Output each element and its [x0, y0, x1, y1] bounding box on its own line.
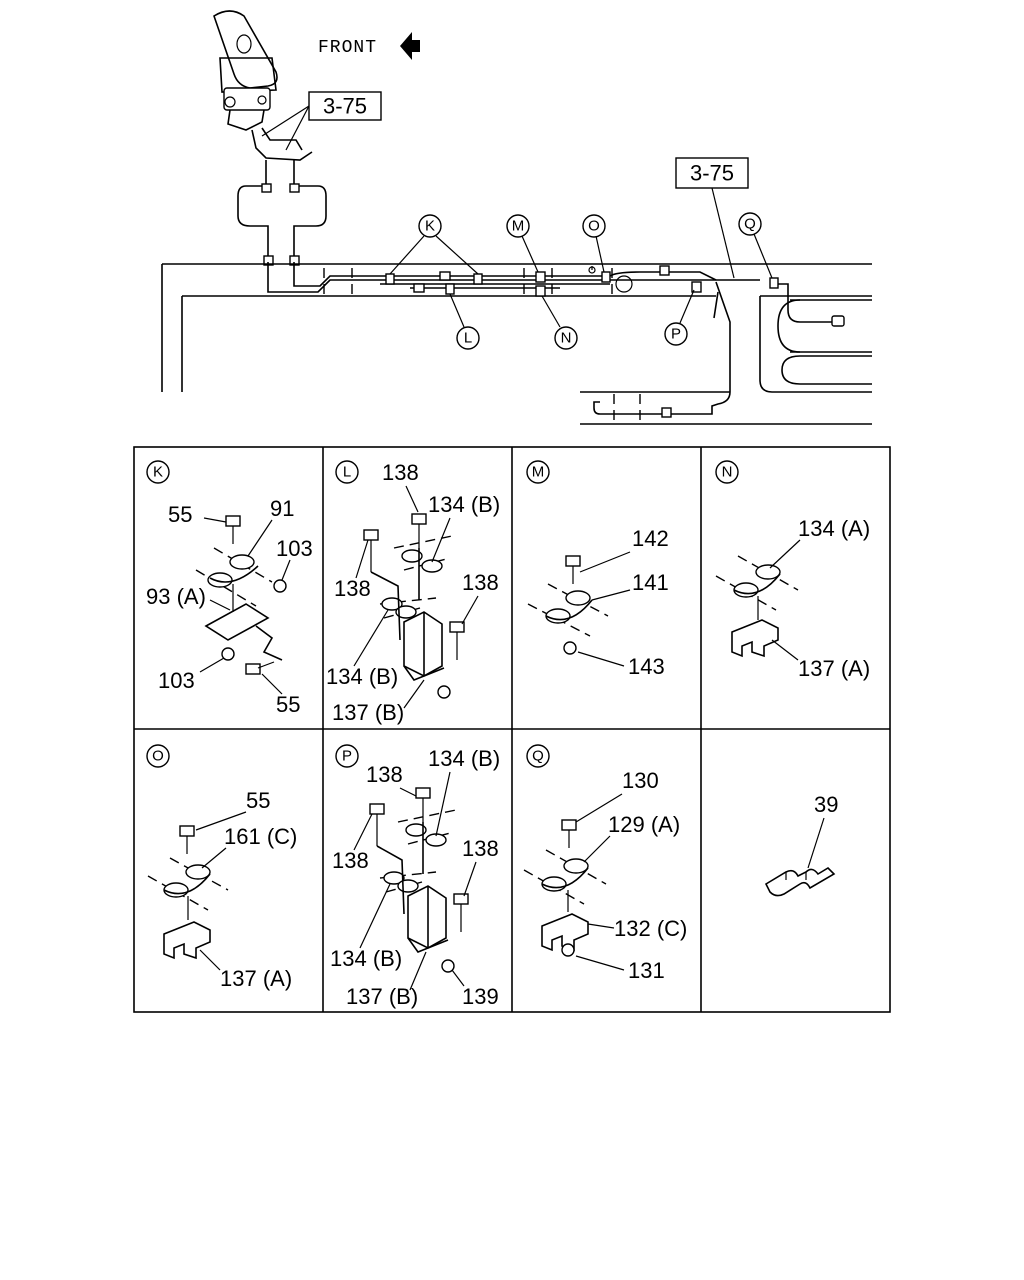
svg-text:N: N [722, 464, 733, 481]
svg-text:P: P [342, 748, 352, 765]
svg-text:P: P [671, 326, 681, 343]
svg-text:141: 141 [632, 570, 669, 595]
ref-box-1 [308, 91, 382, 121]
front-arrow-icon [400, 32, 420, 60]
panel-n: N 134 (A) 137 (A) [715, 460, 870, 681]
pedal-assembly [213, 10, 313, 161]
marker-o: O [582, 214, 606, 273]
svg-text:129 (A): 129 (A) [608, 812, 680, 837]
panel-k: K 55 91 103 93 (A) 103 55 [146, 460, 313, 717]
svg-text:K: K [153, 464, 163, 481]
svg-text:39: 39 [814, 792, 838, 817]
svg-text:O: O [152, 748, 164, 765]
svg-text:Q: Q [744, 216, 756, 233]
svg-text:L: L [464, 330, 472, 347]
svg-text:139: 139 [462, 984, 499, 1009]
svg-text:138: 138 [332, 848, 369, 873]
svg-text:138: 138 [366, 762, 403, 787]
svg-text:138: 138 [462, 836, 499, 861]
svg-text:M: M [532, 464, 545, 481]
svg-text:137 (A): 137 (A) [798, 656, 870, 681]
svg-text:161 (C): 161 (C) [224, 824, 297, 849]
marker-m: M [506, 214, 539, 273]
marker-l: L [449, 293, 480, 350]
svg-text:91: 91 [270, 496, 294, 521]
svg-text:134 (B): 134 (B) [326, 664, 398, 689]
svg-text:M: M [512, 218, 525, 235]
svg-text:137 (B): 137 (B) [332, 700, 404, 725]
svg-text:138: 138 [382, 460, 419, 485]
svg-text:138: 138 [334, 576, 371, 601]
detail-grid [133, 446, 891, 1013]
svg-text:138: 138 [462, 570, 499, 595]
svg-text:N: N [561, 330, 572, 347]
svg-text:134 (B): 134 (B) [428, 492, 500, 517]
svg-text:137 (B): 137 (B) [346, 984, 418, 1009]
panel-p: P 138 134 (B) 138 138 134 (B) 137 (B) 13… [330, 744, 500, 1009]
svg-text:K: K [425, 218, 435, 235]
svg-text:137 (A): 137 (A) [220, 966, 292, 991]
svg-text:55: 55 [246, 788, 270, 813]
svg-text:134 (A): 134 (A) [798, 516, 870, 541]
svg-text:103: 103 [158, 668, 195, 693]
svg-text:142: 142 [632, 526, 669, 551]
svg-text:Q: Q [532, 748, 544, 765]
svg-text:134 (B): 134 (B) [428, 746, 500, 771]
svg-text:130: 130 [622, 768, 659, 793]
panel-q: Q 130 129 (A) 132 (C) 131 [523, 744, 687, 983]
panel-clip: 39 [764, 792, 838, 897]
svg-text:93 (A): 93 (A) [146, 584, 206, 609]
svg-text:55: 55 [168, 502, 192, 527]
overview-drawing: FRONT 3-75 [161, 10, 872, 425]
svg-text:143: 143 [628, 654, 665, 679]
marker-k: K [389, 214, 479, 275]
marker-q: Q [738, 212, 773, 279]
panel-l: L 138 134 (B) 138 138 134 (B) 137 (B) [326, 460, 500, 725]
ref-box-1-label: 3-75 [323, 94, 367, 119]
panel-o: O 55 161 (C) 137 (A) [146, 744, 297, 991]
svg-text:131: 131 [628, 958, 665, 983]
marker-p: P [664, 289, 695, 346]
svg-text:103: 103 [276, 536, 313, 561]
svg-text:132 (C): 132 (C) [614, 916, 687, 941]
ref-box-2-label: 3-75 [690, 161, 734, 186]
svg-text:L: L [343, 464, 351, 481]
marker-n: N [541, 295, 578, 350]
front-label: FRONT [318, 38, 377, 58]
svg-text:134 (B): 134 (B) [330, 946, 402, 971]
svg-text:O: O [588, 218, 600, 235]
svg-text:55: 55 [276, 692, 300, 717]
panel-m: M 142 141 143 [526, 460, 669, 679]
